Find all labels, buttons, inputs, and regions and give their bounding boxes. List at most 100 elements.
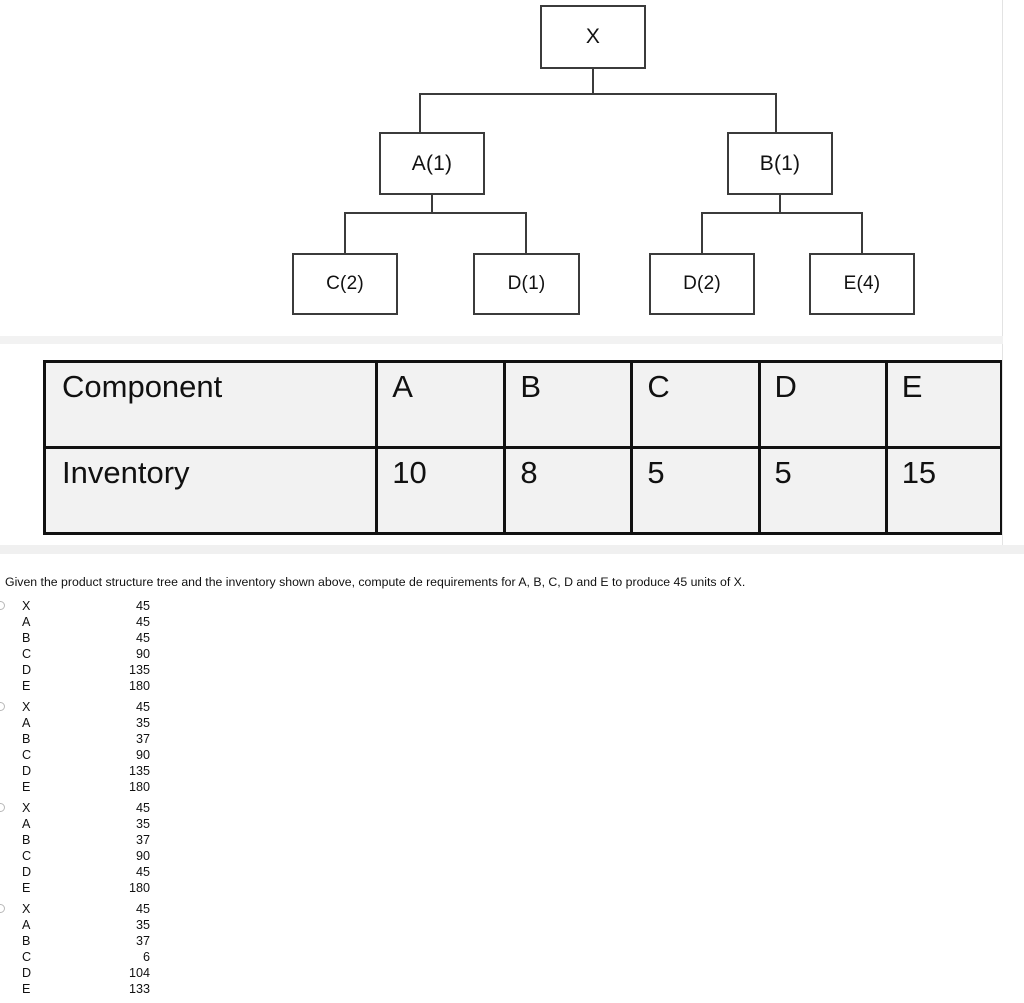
table-cell-inventory-d: 5: [757, 446, 888, 535]
tree-edge-bus-b-children: [701, 212, 862, 214]
inventory-table-figure: Component A B C D E Inventory 10 8 5 5 1…: [0, 344, 1004, 545]
option-row: C 6: [0, 949, 200, 965]
option-row: A 35: [0, 715, 200, 731]
option-part-label: C: [22, 849, 32, 863]
tree-edge-to-a: [419, 93, 421, 132]
tree-node-a: A(1): [379, 132, 485, 195]
option-quantity-value: 45: [135, 700, 150, 714]
option-quantity-value: 180: [128, 881, 150, 895]
option-part-label: E: [22, 881, 31, 895]
option-row: A 35: [0, 917, 200, 933]
option-quantity-value: 133: [128, 982, 150, 996]
answer-option-1[interactable]: X 45 A 45 B 45 C 90 D 135 E 180: [0, 598, 200, 694]
figure-bottom-separator: [0, 336, 1003, 344]
option-part-label: C: [22, 950, 32, 964]
option-part-label: X: [22, 599, 31, 613]
table-cell-component-a: A: [375, 360, 507, 449]
option-quantity-value: 37: [135, 732, 150, 746]
tree-edge-to-d2: [701, 212, 703, 253]
tree-edge-b-stem: [779, 195, 781, 213]
answer-option-4[interactable]: X 45 A 35 B 37 C 6 D 104 E 133: [0, 901, 200, 997]
option-part-label: D: [22, 966, 32, 980]
tree-edge-to-d1: [525, 212, 527, 253]
option-part-label: B: [22, 833, 31, 847]
tree-edge-root-stem: [592, 69, 594, 94]
option-row: E 180: [0, 880, 200, 896]
radio-button-icon[interactable]: [0, 702, 5, 711]
option-part-label: E: [22, 982, 31, 996]
option-quantity-value: 45: [135, 599, 150, 613]
option-quantity-value: 180: [128, 679, 150, 693]
option-quantity-value: 104: [128, 966, 150, 980]
option-part-label: E: [22, 679, 31, 693]
table-cell-component-c: C: [630, 360, 761, 449]
option-row: X 45: [0, 598, 200, 614]
tree-node-c-label: C(2): [326, 273, 364, 294]
inventory-table: Component A B C D E Inventory 10 8 5 5 1…: [42, 360, 1004, 535]
table-row-component: Component A B C D E: [42, 360, 1004, 449]
option-row: D 135: [0, 763, 200, 779]
option-row: X 45: [0, 800, 200, 816]
option-part-label: D: [22, 764, 32, 778]
option-row: B 37: [0, 832, 200, 848]
option-row: C 90: [0, 646, 200, 662]
question-prompt: Given the product structure tree and the…: [5, 575, 746, 589]
option-quantity-value: 90: [135, 748, 150, 762]
tree-node-d1: D(1): [473, 253, 580, 315]
tree-node-e: E(4): [809, 253, 915, 315]
answer-option-2[interactable]: X 45 A 35 B 37 C 90 D 135 E 180: [0, 699, 200, 795]
option-part-label: B: [22, 631, 31, 645]
option-row: B 45: [0, 630, 200, 646]
option-quantity-value: 37: [135, 833, 150, 847]
option-part-label: A: [22, 918, 31, 932]
option-quantity-value: 37: [135, 934, 150, 948]
option-part-label: B: [22, 934, 31, 948]
option-row: A 45: [0, 614, 200, 630]
table-cell-component-header: Component: [42, 360, 379, 449]
option-row: X 45: [0, 901, 200, 917]
option-part-label: A: [22, 716, 31, 730]
table-cell-inventory-b: 8: [503, 446, 634, 535]
option-quantity-value: 6: [142, 950, 150, 964]
option-quantity-value: 45: [135, 902, 150, 916]
option-quantity-value: 135: [128, 764, 150, 778]
option-part-label: X: [22, 700, 31, 714]
option-part-label: D: [22, 865, 32, 879]
option-row: D 45: [0, 864, 200, 880]
option-quantity-value: 35: [135, 817, 150, 831]
option-part-label: X: [22, 902, 31, 916]
option-row: B 37: [0, 731, 200, 747]
answer-option-3[interactable]: X 45 A 35 B 37 C 90 D 45 E 180: [0, 800, 200, 896]
table-cell-inventory-c: 5: [630, 446, 761, 535]
option-quantity-value: 45: [135, 615, 150, 629]
tree-node-x-label: X: [585, 25, 601, 48]
option-part-label: E: [22, 780, 31, 794]
radio-button-icon[interactable]: [0, 904, 5, 913]
radio-button-icon[interactable]: [0, 601, 5, 610]
option-part-label: A: [22, 817, 31, 831]
option-quantity-value: 35: [135, 716, 150, 730]
tree-node-b: B(1): [727, 132, 833, 195]
table-cell-component-b: B: [503, 360, 634, 449]
figure-right-divider: [1002, 0, 1003, 336]
option-quantity-value: 90: [135, 647, 150, 661]
option-row: X 45: [0, 699, 200, 715]
tree-node-b-label: B(1): [759, 151, 801, 175]
tree-edge-a-stem: [431, 195, 433, 213]
table-row-inventory: Inventory 10 8 5 5 15: [42, 446, 1004, 535]
option-row: E 133: [0, 981, 200, 997]
tree-node-a-label: A(1): [411, 151, 453, 175]
table-bottom-separator: [0, 545, 1024, 554]
table-cell-inventory-header: Inventory: [42, 446, 379, 535]
tree-edge-to-c: [344, 212, 346, 253]
tree-node-d1-label: D(1): [507, 273, 546, 294]
option-row: B 37: [0, 933, 200, 949]
tree-edge-bus-level1: [419, 93, 777, 95]
option-row: D 135: [0, 662, 200, 678]
table-cell-component-e: E: [884, 360, 1004, 449]
tree-edge-to-b: [775, 93, 777, 132]
option-part-label: C: [22, 647, 32, 661]
radio-button-icon[interactable]: [0, 803, 5, 812]
option-row: E 180: [0, 678, 200, 694]
option-part-label: A: [22, 615, 31, 629]
